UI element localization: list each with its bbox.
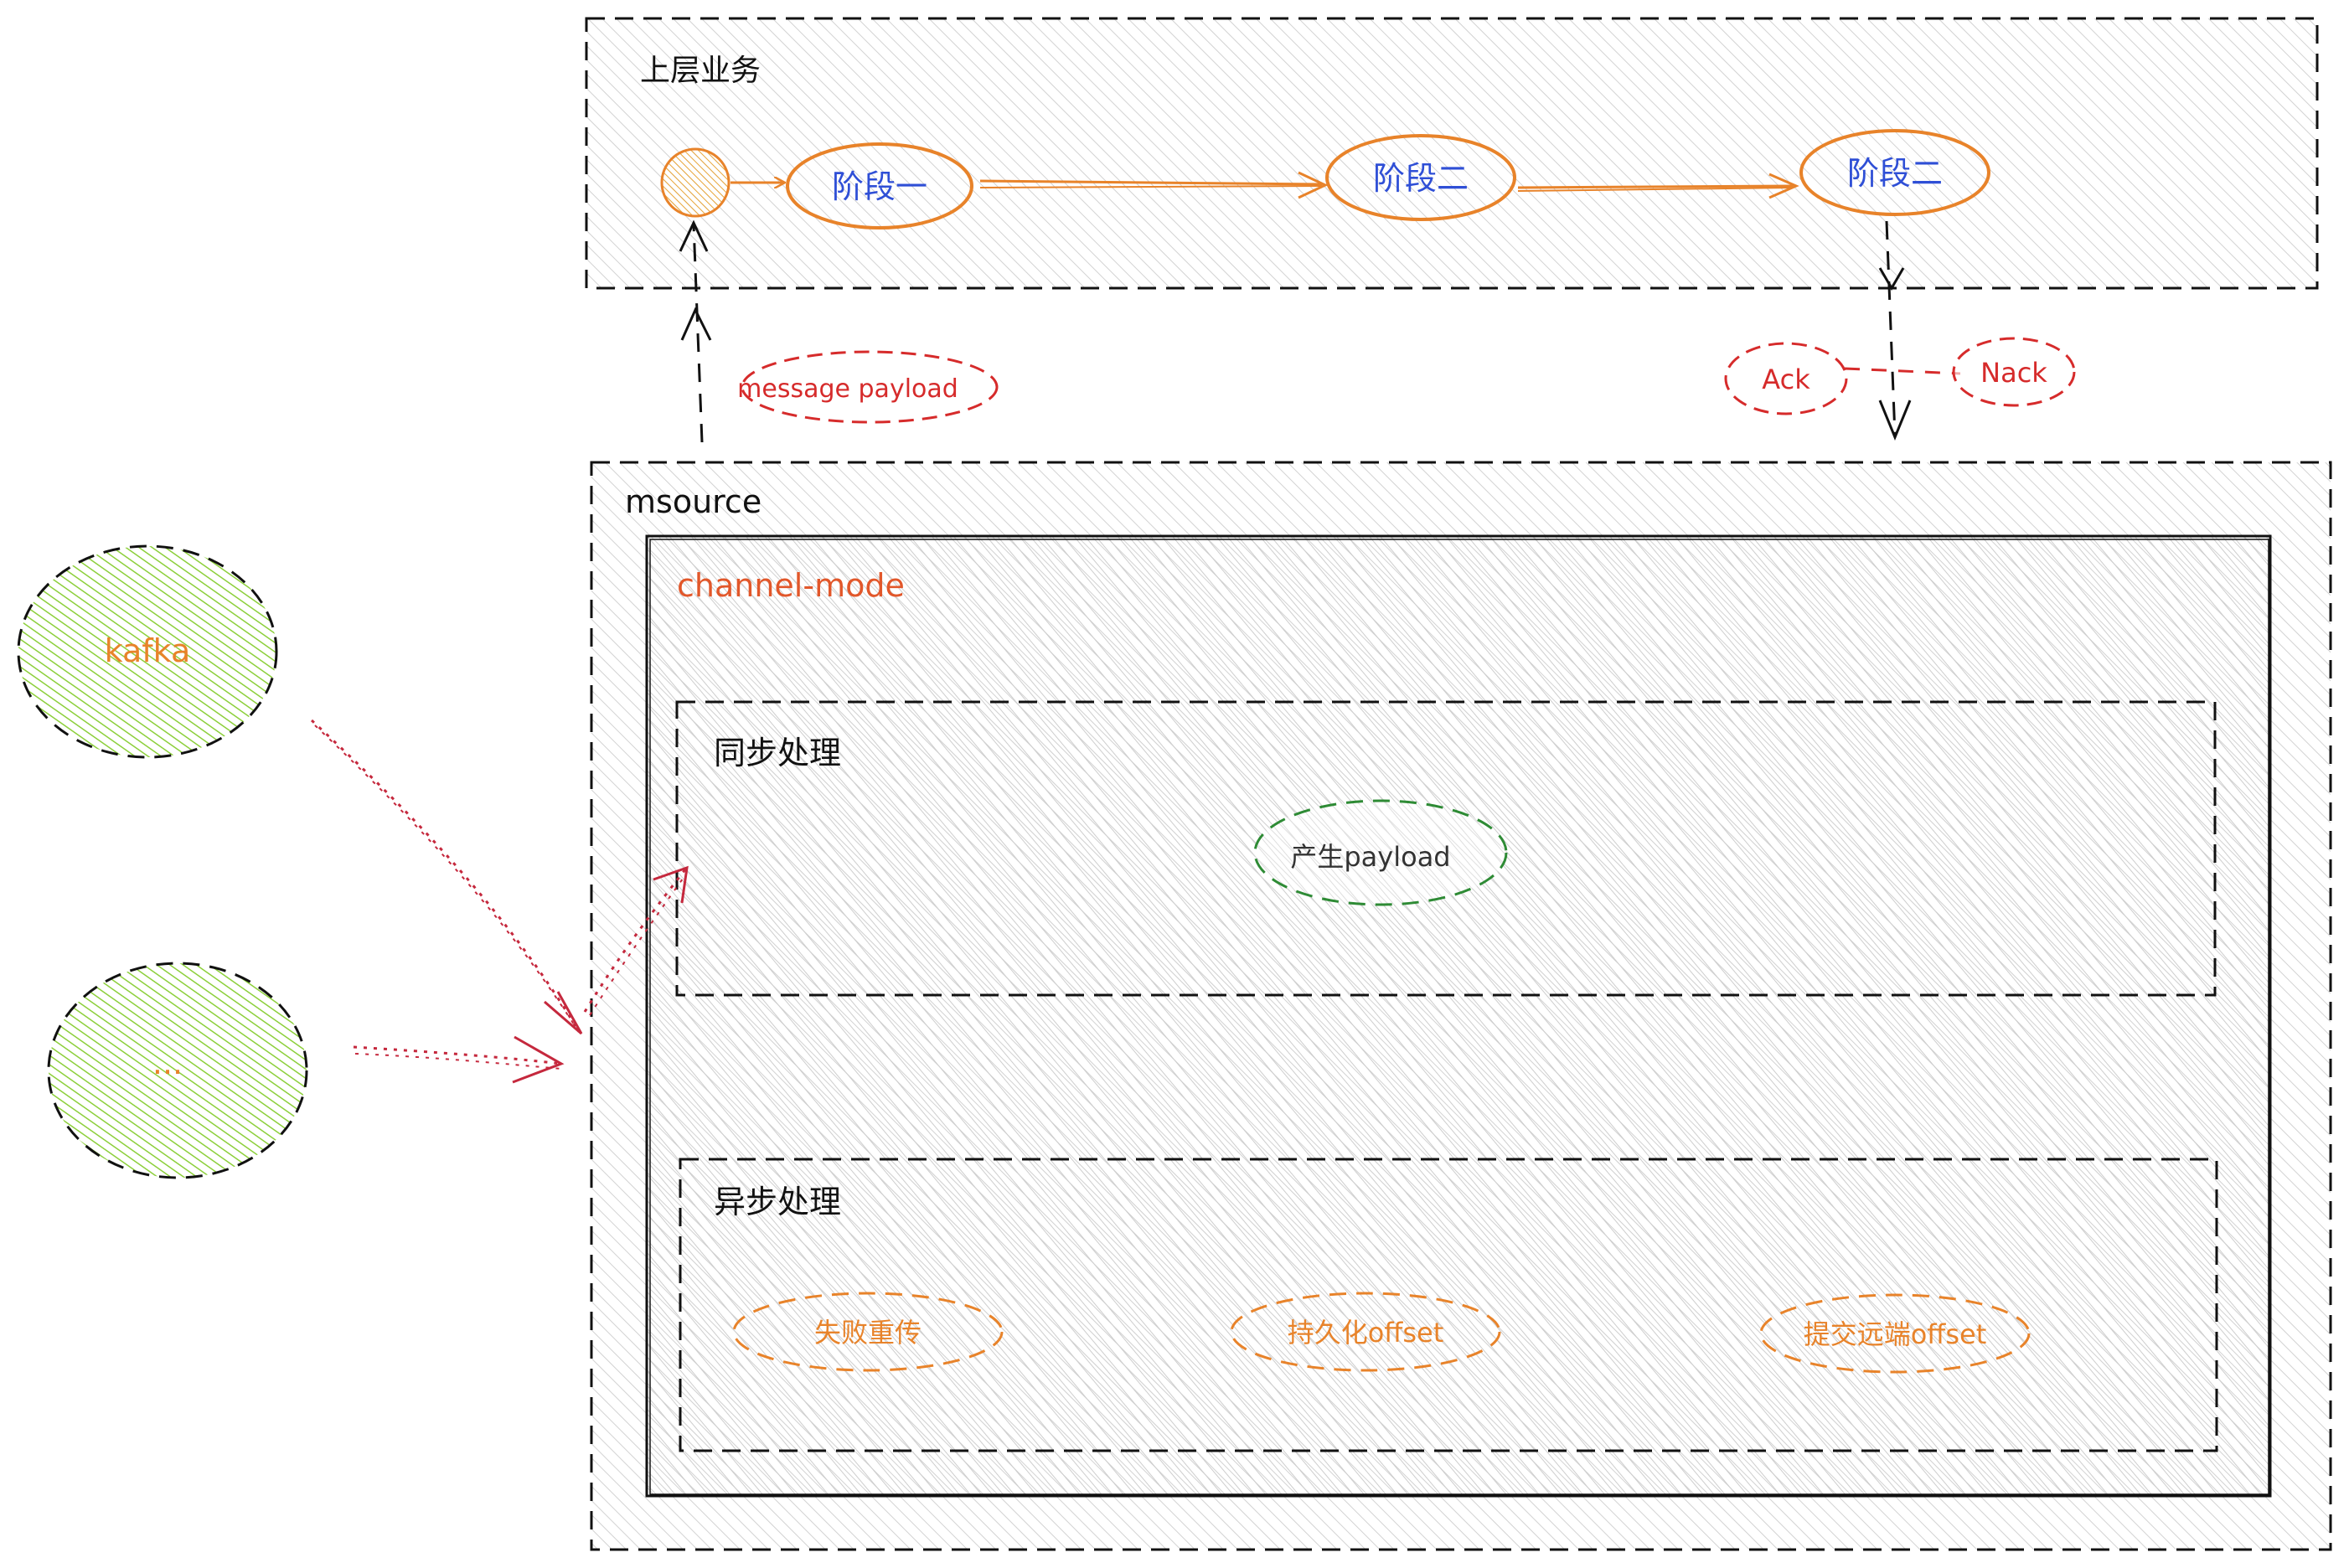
commit-offset-label: 提交远端offset bbox=[1804, 1318, 1987, 1350]
stage-2-label: 阶段二 bbox=[1373, 160, 1469, 197]
msource-title: msource bbox=[625, 483, 761, 520]
start-node bbox=[660, 147, 731, 218]
stage-1-label: 阶段一 bbox=[832, 168, 927, 205]
produce-payload-label: 产生payload bbox=[1290, 841, 1450, 873]
more-sources-node[interactable]: ... bbox=[47, 962, 308, 1179]
arrow-stage-1-to-stage-2 bbox=[979, 171, 1329, 199]
arrow-kafka-to-msource bbox=[310, 719, 583, 1035]
arrow-stage-3-to-msource bbox=[1878, 220, 1912, 441]
upper-business-title: 上层业务 bbox=[640, 54, 761, 88]
sync-processing-box: 同步处理 bbox=[675, 700, 2217, 997]
retry-node[interactable]: 失败重传 bbox=[732, 1292, 1004, 1372]
arrow-msource-to-start bbox=[679, 219, 712, 443]
stage-1-node[interactable]: 阶段一 bbox=[786, 142, 973, 230]
persist-offset-label: 持久化offset bbox=[1288, 1317, 1444, 1349]
stage-3-node[interactable]: 阶段二 bbox=[1799, 129, 1990, 216]
retry-label: 失败重传 bbox=[814, 1317, 922, 1349]
nack-tag[interactable]: Nack bbox=[1952, 337, 2076, 407]
persist-offset-node[interactable]: 持久化offset bbox=[1230, 1292, 1501, 1372]
async-processing-title: 异步处理 bbox=[714, 1184, 841, 1220]
commit-offset-node[interactable]: 提交远端offset bbox=[1759, 1293, 2031, 1374]
upper-business-box: 上层业务 bbox=[585, 17, 2319, 290]
async-processing-box: 异步处理 bbox=[679, 1158, 2218, 1452]
stage-2-node[interactable]: 阶段二 bbox=[1325, 134, 1516, 221]
channel-mode-title: channel-mode bbox=[677, 567, 905, 604]
kafka-label: kafka bbox=[105, 632, 191, 669]
arrow-msource-to-sync bbox=[583, 865, 689, 1016]
message-payload-label: message payload bbox=[737, 374, 958, 404]
message-payload-tag: message payload bbox=[737, 350, 999, 424]
ack-tag[interactable]: Ack bbox=[1724, 342, 1848, 415]
arrow-more-to-msource bbox=[353, 1035, 565, 1084]
more-sources-label: ... bbox=[152, 1044, 183, 1081]
arrow-stage-2-to-stage-3 bbox=[1517, 173, 1799, 199]
nack-label: Nack bbox=[1980, 357, 2047, 389]
stage-3-label: 阶段二 bbox=[1847, 155, 1943, 192]
ack-nack-connector bbox=[1844, 367, 1961, 375]
sync-processing-title: 同步处理 bbox=[714, 735, 841, 771]
ack-label: Ack bbox=[1762, 364, 1810, 395]
produce-payload-node[interactable]: 产生payload bbox=[1253, 799, 1508, 906]
kafka-source-node[interactable]: kafka bbox=[17, 544, 278, 759]
